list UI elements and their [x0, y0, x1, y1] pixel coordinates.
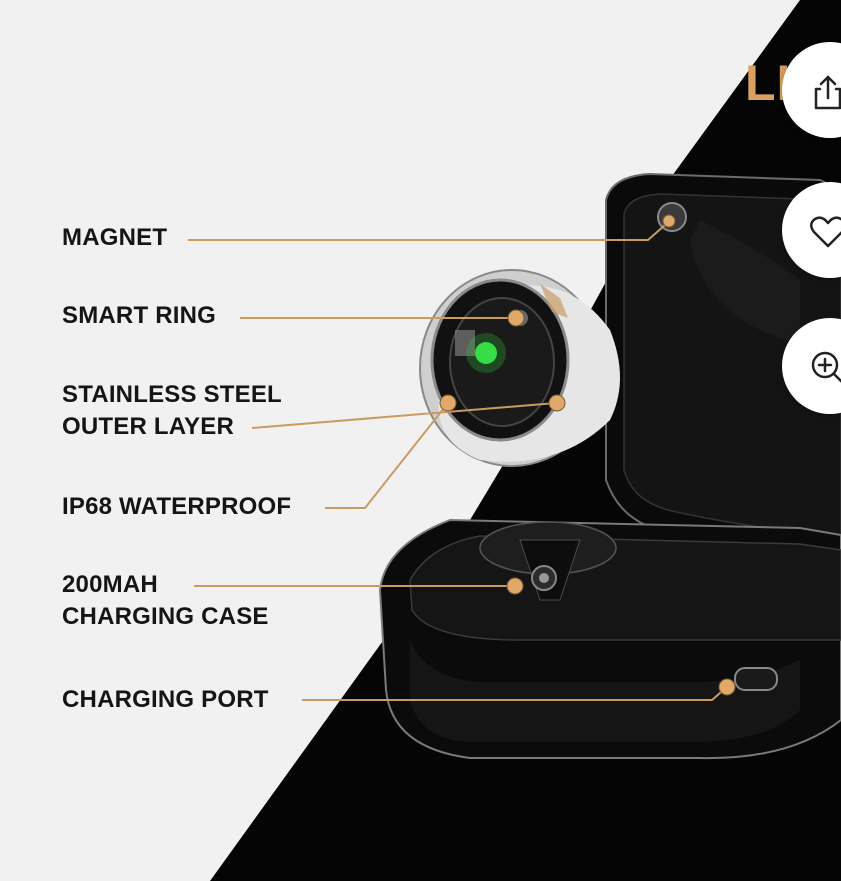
callout-charging-case-line1: 200MAH — [62, 571, 158, 598]
callout-magnet: MAGNET — [62, 224, 168, 251]
callout-smart-ring: SMART RING — [62, 302, 216, 329]
callout-charging-case: 200MAH CHARGING CASE — [62, 569, 269, 633]
callout-charging-port: CHARGING PORT — [62, 686, 269, 713]
heart-icon — [810, 216, 841, 248]
case-lid — [605, 172, 841, 562]
leader-magnet — [188, 224, 666, 241]
dot-steel-layer — [548, 394, 566, 412]
share-icon — [814, 75, 841, 110]
callout-waterproof: IP68 WATERPROOF — [62, 493, 292, 520]
zoom-in-icon — [811, 351, 841, 383]
dot-charging-case — [506, 577, 524, 595]
case-base — [378, 518, 841, 760]
callout-charging-case-line2: CHARGING CASE — [62, 603, 269, 630]
leader-steel-layer — [251, 402, 557, 429]
dot-waterproof — [439, 394, 457, 412]
callout-steel-layer-line2: OUTER LAYER — [62, 413, 235, 440]
smart-ring — [419, 269, 620, 467]
dot-magnet — [662, 214, 676, 228]
callout-steel-layer-line1: STAINLESS STEEL — [62, 381, 282, 408]
callout-dots — [439, 214, 736, 696]
dot-smart-ring — [507, 309, 525, 327]
leader-waterproof — [325, 402, 449, 509]
callout-steel-layer: STAINLESS STEEL OUTER LAYER — [62, 379, 282, 443]
dot-charging-port — [718, 678, 736, 696]
